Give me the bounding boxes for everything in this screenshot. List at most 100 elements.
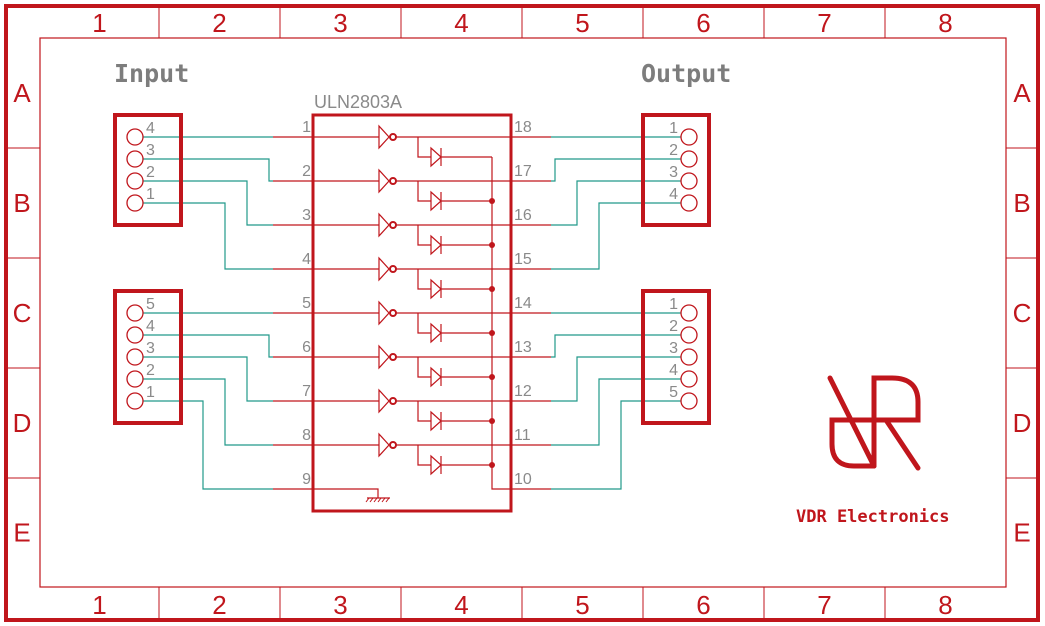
connector-pin-icon (680, 150, 698, 168)
inverter-icon (378, 344, 390, 370)
column-label-top: 8 (938, 8, 952, 38)
connector-pin-icon (126, 194, 144, 212)
column-label-bottom: 3 (333, 590, 347, 620)
row-label-left: B (13, 188, 30, 218)
connector-body (113, 113, 183, 227)
inverter-bubble-icon (389, 309, 397, 317)
row-label-right: D (1013, 408, 1032, 438)
column-label-bottom: 4 (454, 590, 468, 620)
inverter-icon (378, 432, 390, 458)
diode-icon (430, 190, 442, 212)
connector-pin-icon (680, 304, 698, 322)
ic-pin-number-right: 11 (514, 427, 531, 444)
connector-pin-icon (126, 128, 144, 146)
connector-pin-number: 2 (669, 318, 678, 335)
connector-pin-icon (126, 150, 144, 168)
diode-icon (430, 322, 442, 344)
darlington-channel (313, 168, 511, 212)
column-label-top: 2 (212, 8, 226, 38)
diode-trace (417, 225, 431, 246)
net-wire (551, 400, 681, 490)
diode-trace (417, 181, 431, 202)
row-label-right: C (1013, 298, 1032, 328)
row-label-left: A (13, 78, 31, 108)
inner-border (39, 37, 1007, 588)
connector-pin-icon (680, 194, 698, 212)
net-wire (551, 158, 681, 182)
row-label-left: C (13, 298, 32, 328)
ic-pin-number-right: 12 (514, 383, 532, 400)
logo-stroke-r-bowl (871, 375, 921, 469)
column-label-top: 1 (92, 8, 106, 38)
connector-pin-number: 2 (146, 164, 155, 181)
connector-pin-icon (680, 128, 698, 146)
connector-pin-number: 4 (669, 362, 678, 379)
ic-pin-number-left: 8 (302, 427, 311, 444)
connector-pin-icon (680, 370, 698, 388)
diode-trace (417, 445, 431, 466)
inverter-icon (378, 300, 390, 326)
nets (143, 136, 681, 490)
row-label-right: E (1013, 518, 1030, 548)
inverter-bubble-icon (389, 353, 397, 361)
inverter-bubble-icon (389, 221, 397, 229)
column-label-bottom: 1 (92, 590, 106, 620)
diode-icon (430, 278, 442, 300)
connector-pin-number: 1 (146, 186, 155, 203)
com-bus (491, 157, 511, 490)
column-label-top: 4 (454, 8, 468, 38)
connector-pin-icon (126, 370, 144, 388)
vdr-logo (827, 375, 921, 471)
net-wire (551, 356, 681, 402)
inverter-bubble-icon (389, 441, 397, 449)
ic-pin-number-left: 1 (302, 119, 311, 136)
output-title: Output (641, 59, 731, 88)
diode-trace (417, 269, 431, 290)
darlington-channel (313, 212, 511, 256)
net-wire (143, 202, 273, 270)
connector-pin-icon (680, 392, 698, 410)
row-label-right: B (1013, 188, 1030, 218)
connector-pin-number: 1 (669, 296, 678, 313)
diode-icon (430, 146, 442, 168)
ic-pin-number-right: 16 (514, 207, 532, 224)
darlington-channel (313, 388, 511, 432)
net-wire (551, 334, 681, 358)
inverter-bubble-icon (389, 397, 397, 405)
net-wire (551, 180, 681, 226)
column-label-bottom: 5 (575, 590, 589, 620)
connector-pin-number: 3 (146, 340, 155, 357)
connector-pin-icon (680, 326, 698, 344)
connector-pin-number: 4 (146, 120, 155, 137)
diode-trace (417, 357, 431, 378)
column-label-top: 3 (333, 8, 347, 38)
diode-trace (417, 313, 431, 334)
ic-pin-number-right: 10 (514, 471, 532, 488)
ic-pin-number-right: 13 (514, 339, 532, 356)
net-wire (143, 180, 273, 226)
connector-pin-number: 4 (669, 186, 678, 203)
ic-pin-number-left: 7 (302, 383, 311, 400)
inverter-icon (378, 124, 390, 150)
net-wire (143, 356, 273, 402)
darlington-channel (313, 256, 511, 300)
column-label-top: 6 (696, 8, 710, 38)
connector-body (113, 289, 183, 425)
ic-pin-number-right: 17 (514, 163, 532, 180)
connector-pin-icon (680, 348, 698, 366)
inverter-bubble-icon (389, 177, 397, 185)
ic-part-name: ULN2803A (314, 92, 402, 112)
net-wire (551, 202, 681, 270)
inverter-bubble-icon (389, 133, 397, 141)
connector-pin-icon (126, 326, 144, 344)
diode-icon (430, 366, 442, 388)
ic-pin-number-left: 2 (302, 163, 311, 180)
connector-pin-icon (126, 304, 144, 322)
diode-trace (417, 401, 431, 422)
connector-pin-number: 2 (669, 142, 678, 159)
connector-body (641, 113, 711, 227)
